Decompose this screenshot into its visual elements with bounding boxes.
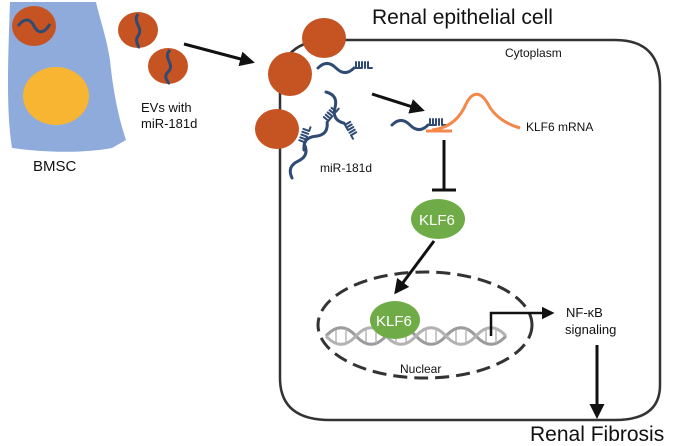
fusing-vesicle-2 xyxy=(268,52,312,96)
mirna-strand-1 xyxy=(316,60,374,74)
klf6-mrna-label: KLF6 mRNA xyxy=(526,120,593,134)
bmsc-label: BMSC xyxy=(33,158,77,175)
cell-title: Renal epithelial cell xyxy=(372,6,553,29)
ev-mirna-icon-2 xyxy=(164,48,173,86)
klf6-protein-label: KLF6 xyxy=(419,212,455,229)
nuclear-label: Nuclear xyxy=(400,362,441,376)
binding-arrow xyxy=(371,92,425,114)
fusing-vesicle-3 xyxy=(255,109,299,149)
mirna-label: miR-181d xyxy=(320,161,372,175)
ev-vesicle-1 xyxy=(118,12,158,48)
nucleus-envelope xyxy=(316,270,534,380)
uptake-arrow xyxy=(183,42,255,67)
klf6-mrna-strand xyxy=(431,92,521,132)
nfkb-label-line1: NF-κB xyxy=(566,305,603,320)
outcome-label: Renal Fibrosis xyxy=(530,423,664,446)
ev-mirna-icon-1 xyxy=(134,13,142,50)
klf6-protein xyxy=(411,199,465,239)
bmsc-nucleus xyxy=(23,67,89,125)
fusing-vesicle-1 xyxy=(302,18,346,58)
klf6-nuclear xyxy=(370,301,420,339)
transcription-arrow xyxy=(489,306,555,336)
evs-label-line2: miR-181d xyxy=(141,116,197,131)
nfkb-label-line2: signaling xyxy=(565,322,616,337)
ev-vesicle-2 xyxy=(148,48,188,84)
translocation-arrow xyxy=(394,240,436,295)
evs-label-line1: EVs with xyxy=(141,100,192,115)
cytoplasm-label: Cytoplasm xyxy=(505,46,562,60)
klf6-nuclear-label: KLF6 xyxy=(376,313,412,330)
dna-helix-strand-2 xyxy=(324,326,508,346)
vesicle-mirna-icon xyxy=(16,18,52,34)
